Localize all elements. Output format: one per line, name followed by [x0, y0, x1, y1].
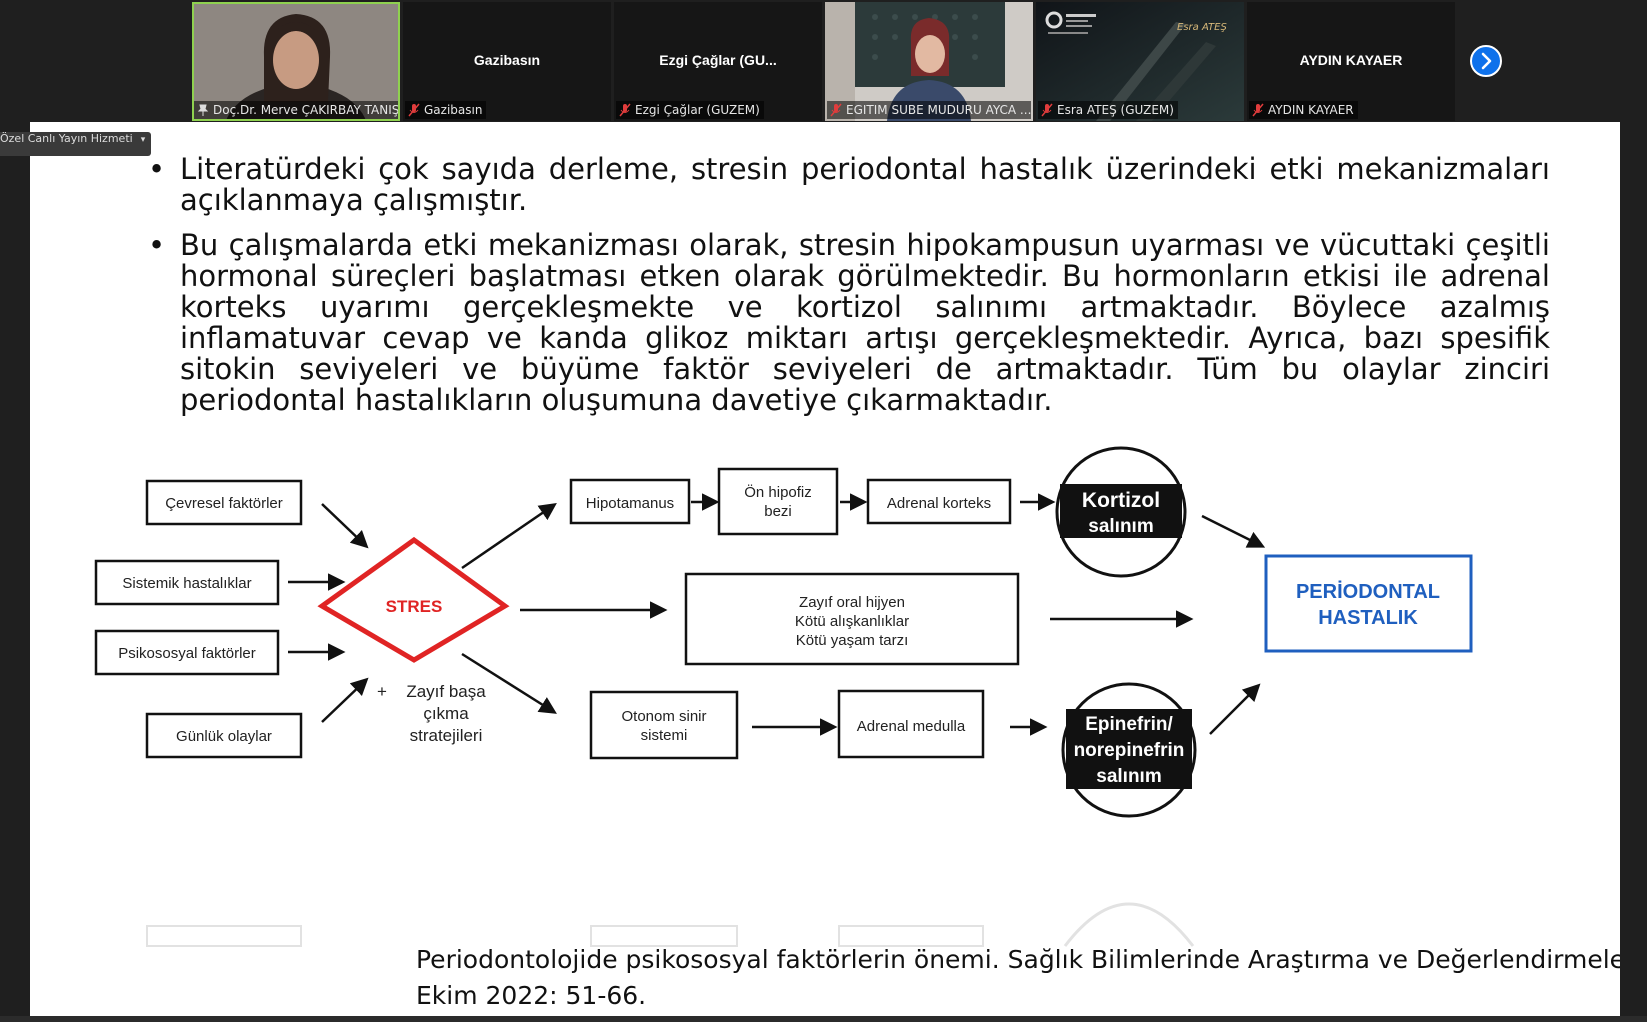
reference-line: Periodontolojide psikososyal faktörlerin… [416, 945, 1620, 974]
muted-mic-icon [830, 103, 842, 117]
box-label: Günlük olaylar [176, 728, 272, 745]
participant-display-name: Ezgi Çağlar (GU... [659, 52, 777, 68]
coping-line: çıkma [423, 704, 469, 723]
box-label: Hipotamanus [586, 495, 674, 512]
muted-mic-icon [1041, 103, 1053, 117]
coping-line: Zayıf başa [406, 682, 486, 701]
bullet-icon: • [148, 152, 166, 186]
participant-tile-egitim-sube[interactable]: EGITIM SUBE MUDURU AYCA ... [825, 2, 1033, 121]
participant-display-name: AYDIN KAYAER [1299, 52, 1403, 68]
box-cevresel: Çevresel faktörler [145, 479, 303, 526]
box-label: Ön hipofiz [744, 483, 812, 501]
bullet-paragraph-2: • Bu çalışmalarda etki mekanizması olara… [148, 228, 1550, 417]
circle-label: salınım [1096, 766, 1161, 787]
coping-line: stratejileri [410, 726, 483, 745]
circle-label: norepinefrin [1074, 740, 1185, 761]
circle-label: Epinefrin/ [1085, 714, 1173, 735]
arrow [1209, 683, 1261, 735]
participant-tile-gazibasin[interactable]: Gazibasın Gazibasın [403, 2, 611, 121]
muted-mic-icon [408, 103, 420, 117]
box-label: bezi [764, 503, 792, 520]
box-adrenal-korteks: Adrenal korteks [866, 478, 1012, 525]
box-label: HASTALIK [1318, 607, 1418, 629]
arrow [461, 652, 557, 714]
muted-mic-icon [1252, 103, 1264, 117]
box-label: Adrenal korteks [887, 495, 991, 512]
box-label: Zayıf oral hijyen [799, 594, 905, 611]
box-label: PERİODONTAL [1296, 580, 1440, 603]
stress-pathway-diagram: Çevresel faktörler Sistemik hastalıklar … [94, 446, 1473, 947]
slide-reflection [146, 902, 1195, 947]
box-label: Çevresel faktörler [165, 495, 283, 512]
participant-tile-ezgi[interactable]: Ezgi Çağlar (GU... Ezgi Çağlar (GUZEM) [614, 2, 822, 121]
participant-video [192, 2, 400, 121]
box-adrenal-medulla: Adrenal medulla [837, 689, 985, 759]
bullet-icon: • [148, 228, 166, 262]
participant-display-name: Gazibasın [473, 52, 541, 68]
arrow [321, 503, 369, 549]
circle-label: salınım [1088, 516, 1153, 537]
box-label: Sistemik hastalıklar [122, 575, 251, 592]
chevron-down-icon: ▾ [140, 135, 146, 145]
participant-tile-merve[interactable]: Doç.Dr. Merve ÇAKIRBAY TANIŞ [192, 2, 400, 121]
chevron-right-icon [1481, 52, 1492, 70]
participant-name-label: Gazibasın [405, 101, 487, 119]
stres-diamond: STRES [317, 536, 510, 663]
kortizol-circle: Kortizol salınım [1055, 446, 1187, 578]
box-label: sistemi [641, 727, 688, 744]
box-label: Adrenal medulla [857, 718, 966, 735]
window-bottom-edge [0, 1016, 1647, 1022]
gallery-strip: Doç.Dr. Merve ÇAKIRBAY TANIŞ Gazibasın G… [0, 0, 1647, 122]
live-stream-menu[interactable]: Özel Canlı Yayın Hizmeti▾ [0, 132, 152, 156]
participant-tile-esra[interactable]: Esra ATEŞ Esra ATEŞ (GUZEM) [1036, 2, 1244, 121]
box-label: Otonom sinir [621, 708, 706, 725]
box-sistemik: Sistemik hastalıklar [94, 559, 280, 606]
reference-citation: Periodontolojide psikososyal faktörlerin… [416, 942, 1620, 1014]
circle-label: Kortizol [1082, 489, 1160, 512]
arrow [461, 503, 557, 570]
arrow [321, 677, 369, 723]
participant-tile-aydin[interactable]: AYDIN KAYAER AYDIN KAYAER [1247, 2, 1455, 121]
plus-sign: + [377, 682, 387, 701]
next-page-button[interactable] [1470, 45, 1502, 77]
virtual-bg-name: Esra ATEŞ [1177, 22, 1227, 33]
box-hipotalamus: Hipotamanus [569, 478, 691, 525]
box-hipofiz: Ön hipofiz bezi [717, 467, 839, 536]
box-label: Kötü alışkanlıklar [795, 613, 909, 630]
arrow [1201, 514, 1266, 548]
participant-name-label: Doç.Dr. Merve ÇAKIRBAY TANIŞ [194, 101, 398, 119]
participant-name-label: AYDIN KAYAER [1249, 101, 1358, 119]
participant-name-label: EGITIM SUBE MUDURU AYCA ... [827, 101, 1031, 119]
box-gunluk: Günlük olaylar [145, 712, 303, 759]
box-lifestyle: Zayıf oral hijyen Kötü alışkanlıklar Köt… [684, 572, 1020, 666]
box-label: Psikososyal faktörler [118, 645, 256, 662]
pin-icon [197, 104, 209, 116]
box-label: Kötü yaşam tarzı [796, 632, 909, 649]
participant-name-label: Ezgi Çağlar (GUZEM) [616, 101, 764, 119]
bullet-paragraph-1: • Literatürdeki çok sayıda derleme, stre… [148, 152, 1550, 217]
epinefrin-circle: Epinefrin/ norepinefrin salınım [1061, 682, 1197, 818]
box-periodontal: PERİODONTAL HASTALIK [1264, 554, 1473, 653]
reference-line: Ekim 2022: 51-66. [416, 981, 647, 1010]
muted-mic-icon [619, 103, 631, 117]
box-otonom: Otonom sinir sistemi [589, 690, 739, 760]
stres-label: STRES [386, 597, 443, 616]
box-psikososyal: Psikososyal faktörler [94, 629, 280, 676]
participant-name-label: Esra ATEŞ (GUZEM) [1038, 101, 1178, 119]
shared-screen-slide: • Literatürdeki çok sayıda derleme, stre… [30, 122, 1620, 1016]
